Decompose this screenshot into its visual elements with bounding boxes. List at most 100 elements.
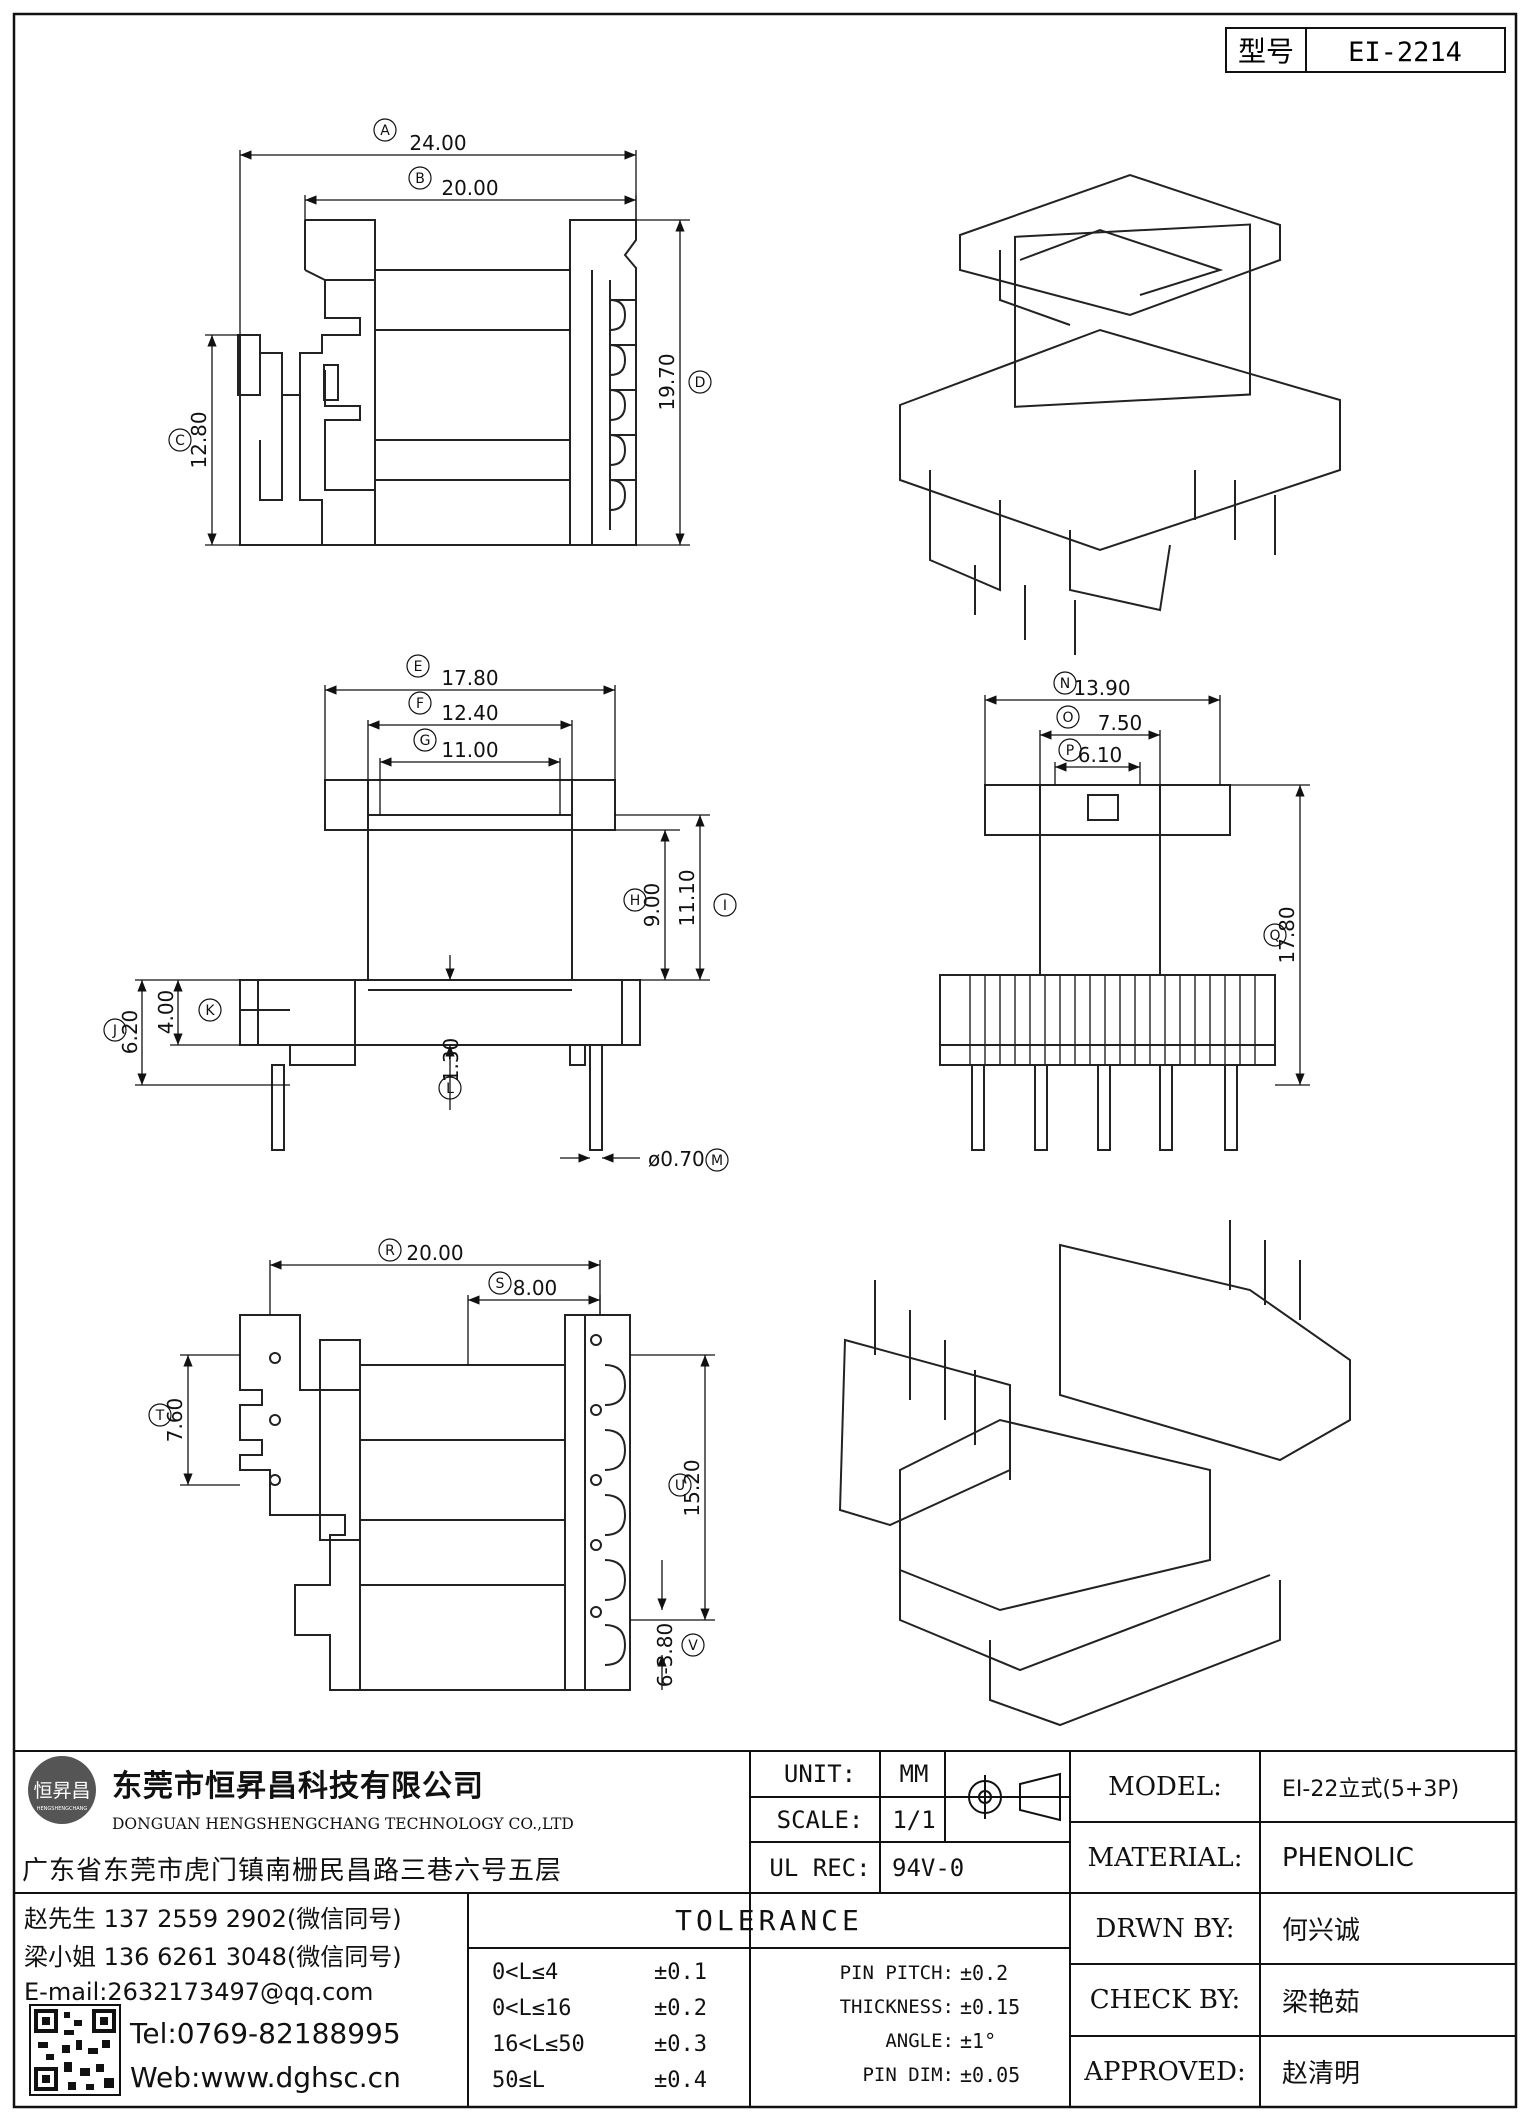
tag-s: S [488,1271,512,1295]
dim-j-value: 6.20 [118,1010,142,1055]
svg-text:C: C [175,433,185,449]
tag-j: J [103,1018,127,1042]
tag-g: G [413,728,437,752]
title-block: 东莞市恒昇昌科技有限公司 DONGUAN HENGSHENGCHANG TECH… [14,1751,1516,2107]
tolerance-value-1: ±0.1 [654,1959,707,1985]
dim-d-value: 19.70 [655,353,679,410]
dim-r-value: 20.00 [406,1241,463,1265]
qr-code [29,2004,121,2096]
svg-text:K: K [205,1003,215,1019]
tag-u: U [668,1473,692,1497]
dim-v-value: 6-3.80 [653,1623,677,1687]
tag-f: F [408,691,432,715]
pin-dim-value: ±0.05 [960,2063,1021,2087]
tag-l: L [438,1076,462,1100]
iso-view-top [899,173,1341,655]
svg-text:U: U [675,1478,685,1494]
contact-2: 梁小姐 136 6261 3048(微信同号) [24,1942,402,1971]
svg-text:H: H [630,893,641,909]
check-by-value: 梁艳茹 [1282,1987,1361,2018]
thickness-label: THICKNESS: [839,1996,954,2018]
dim-n-value: 13.90 [1073,676,1130,700]
svg-text:R: R [385,1243,395,1259]
company-logo: 恒昇昌 HENGSHENGCHANG [28,1756,96,1824]
ul-rec-label: UL REC: [769,1853,871,1882]
svg-text:HENGSHENGCHANG: HENGSHENGCHANG [37,1806,88,1812]
header-model-number: EI-2214 [1348,37,1462,68]
projection-symbol-icon [962,1772,1061,1822]
dim-p-value: 6.10 [1078,743,1123,767]
side-view [939,784,1276,1151]
tolerance-title: TOLERANCE [675,1904,863,1937]
tag-r: R [378,1238,402,1262]
tag-c: C [168,428,192,452]
tolerance-range-3: 16<L≤50 [492,2031,585,2057]
svg-text:J: J [112,1023,117,1039]
tolerance-range-2: 0<L≤16 [492,1995,572,2021]
tag-t: T [148,1403,172,1427]
email: E-mail:2632173497@qq.com [24,1978,374,2006]
svg-text:L: L [446,1081,454,1097]
approved-value: 赵清明 [1282,2059,1361,2089]
tag-a: A [373,118,397,142]
scale-label: SCALE: [776,1805,864,1834]
svg-text:G: G [420,733,431,749]
company-address: 广东省东莞市虎门镇南栅民昌路三巷六号五层 [22,1855,563,1886]
iso-view-bottom [838,1220,1351,1727]
tag-k: K [198,998,222,1022]
tolerance-value-2: ±0.2 [654,1995,707,2021]
approved-label: APPROVED: [1084,2056,1246,2087]
tolerance-range-4: 50≤L [492,2067,545,2093]
model-value: EI-22立式(5+3P) [1282,1776,1460,1802]
unit-value: MM [899,1760,929,1788]
svg-text:恒昇昌: 恒昇昌 [33,1780,90,1802]
angle-value: ±1° [960,2029,997,2053]
website: Web:www.dghsc.cn [130,2060,401,2094]
dim-l-value: 1.30 [439,1038,463,1083]
material-label: MATERIAL: [1087,1842,1243,1873]
company-name-cn: 东莞市恒昇昌科技有限公司 [112,1769,484,1804]
tag-v: V [681,1633,705,1657]
drawn-by-value: 何兴诚 [1282,1916,1361,1946]
dim-b-value: 20.00 [441,176,498,200]
svg-text:M: M [711,1153,723,1169]
tag-q: Q [1263,923,1287,947]
svg-text:O: O [1062,710,1073,726]
drawn-by-label: DRWN BY: [1095,1913,1235,1944]
contact-1: 赵先生 137 2559 2902(微信同号) [24,1904,402,1933]
scale-value: 1/1 [892,1805,936,1834]
dim-q-value: 17.80 [1275,906,1299,963]
dim-s-value: 8.00 [513,1276,558,1300]
tag-d: D [688,370,712,394]
dim-a-value: 24.00 [409,131,466,155]
svg-text:N: N [1060,676,1070,692]
tag-o: O [1056,705,1080,729]
title-block-grid [14,1750,1516,2107]
dim-t-value: 7.60 [163,1398,187,1443]
svg-text:A: A [380,123,390,139]
unit-label: UNIT: [783,1760,857,1788]
tag-m: M [705,1148,729,1172]
svg-text:E: E [414,659,423,675]
pin-pitch-value: ±0.2 [960,1961,1009,1985]
svg-text:F: F [416,696,424,712]
tag-p: P [1058,738,1082,762]
bottom-view [239,1314,631,1691]
top-view [237,219,637,546]
dim-g-value: 11.00 [441,738,498,762]
tolerance-range-1: 0<L≤4 [492,1959,559,1985]
header-label: 型号 [1238,35,1294,68]
front-view [239,779,641,1151]
tag-i: I [713,893,737,917]
svg-text:T: T [155,1408,165,1424]
model-label: MODEL: [1108,1771,1222,1802]
header-box: 型号 EI-2214 [1225,27,1506,73]
tolerance-value-3: ±0.3 [654,2031,707,2057]
dim-i-value: 11.10 [675,869,699,926]
dim-h-value: 9.00 [640,883,664,928]
angle-label: ANGLE: [885,2030,954,2052]
tag-b: B [408,166,432,190]
pin-pitch-label: PIN PITCH: [839,1962,954,1984]
dim-m-value: ø0.70 [648,1147,705,1171]
